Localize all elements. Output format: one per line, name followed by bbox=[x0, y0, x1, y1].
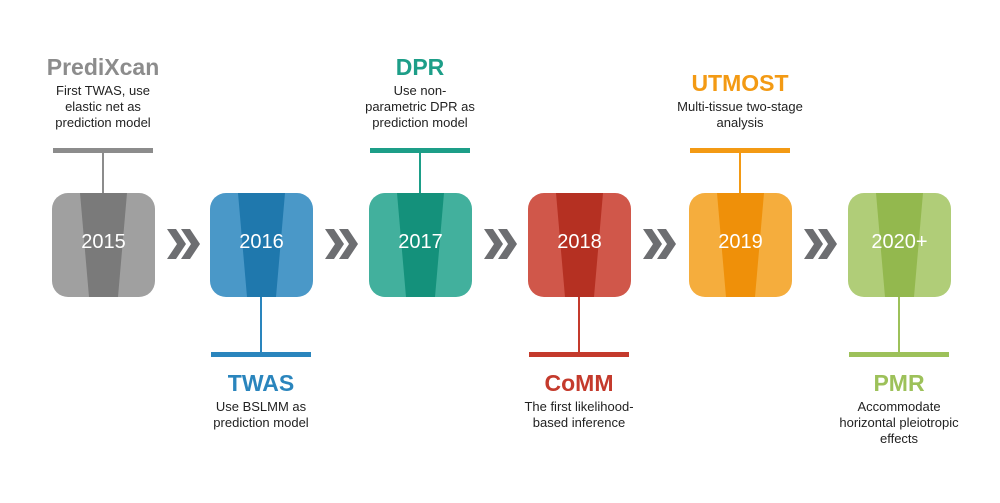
year-box-2018: 2018 bbox=[528, 193, 631, 297]
connector-line bbox=[102, 153, 104, 193]
method-description: First TWAS, use elastic net as predictio… bbox=[55, 83, 151, 130]
method-title: TWAS bbox=[227, 370, 295, 396]
method-description: The first likelihood-based inference bbox=[524, 399, 634, 430]
double-chevron-icon bbox=[643, 229, 677, 264]
connector-line bbox=[260, 297, 262, 352]
box-shading bbox=[238, 193, 285, 297]
box-shading bbox=[397, 193, 444, 297]
method-description: Use non-parametric DPR as prediction mod… bbox=[365, 83, 475, 130]
double-chevron-icon bbox=[804, 229, 838, 264]
double-chevron-icon bbox=[484, 229, 518, 264]
marker-bar bbox=[690, 148, 790, 153]
method-title: UTMOST bbox=[691, 70, 789, 96]
year-box-2019: 2019 bbox=[689, 193, 792, 297]
marker-bar bbox=[211, 352, 311, 357]
connector-line bbox=[419, 153, 421, 193]
double-chevron-icon bbox=[167, 229, 201, 264]
method-description: Use BSLMM as prediction model bbox=[213, 399, 309, 430]
method-title: CoMM bbox=[544, 370, 614, 396]
year-label: 2015 bbox=[81, 231, 126, 253]
year-label: 2016 bbox=[239, 231, 284, 253]
year-box-2016: 2016 bbox=[210, 193, 313, 297]
method-title: PMR bbox=[873, 370, 925, 396]
connector-line bbox=[898, 297, 900, 352]
method-description: Multi-tissue two-stage analysis bbox=[677, 99, 803, 130]
year-label: 2017 bbox=[398, 231, 443, 253]
box-shading bbox=[876, 193, 923, 297]
marker-bar bbox=[53, 148, 153, 153]
year-box-2015: 2015 bbox=[52, 193, 155, 297]
connector-line bbox=[739, 153, 741, 193]
year-box-2017: 2017 bbox=[369, 193, 472, 297]
marker-bar bbox=[370, 148, 470, 153]
marker-bar bbox=[849, 352, 949, 357]
method-title: PrediXcan bbox=[46, 54, 160, 80]
method-description: Accommodate horizontal pleiotropic effec… bbox=[839, 399, 959, 446]
method-title: DPR bbox=[395, 54, 445, 80]
box-shading bbox=[556, 193, 603, 297]
double-chevron-icon bbox=[325, 229, 359, 264]
connector-line bbox=[578, 297, 580, 352]
year-label: 2020+ bbox=[871, 231, 928, 253]
year-label: 2019 bbox=[718, 231, 763, 253]
year-box-2020+: 2020+ bbox=[848, 193, 951, 297]
marker-bar bbox=[529, 352, 629, 357]
box-shading bbox=[80, 193, 127, 297]
year-label: 2018 bbox=[557, 231, 602, 253]
box-shading bbox=[717, 193, 764, 297]
